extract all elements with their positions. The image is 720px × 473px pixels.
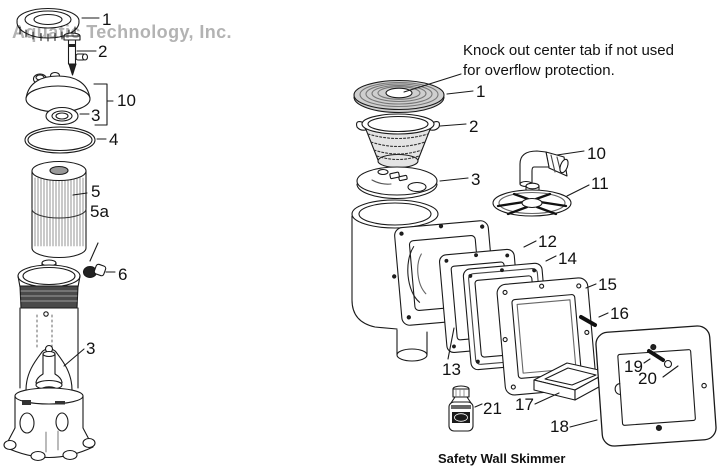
part-label-filter-tank-oring: 4 <box>109 130 119 149</box>
skimmer-cover-screw-icon <box>649 351 672 368</box>
knockout-note-line2: for overflow protection. <box>463 62 615 79</box>
part-label-skimmer-weir-tray: 17 <box>515 395 534 414</box>
part-label-filter-lid-group: 10 <box>117 91 136 110</box>
filter-air-valve <box>64 33 88 75</box>
part-label-skimmer-gasket-rear: 14 <box>558 249 577 268</box>
part-label-filter-lock-ring: 1 <box>102 10 112 29</box>
filter-leader-lines <box>64 18 115 366</box>
filter-tank-body <box>18 260 80 393</box>
filter-lid-group-bracket <box>94 84 113 125</box>
part-label-skimmer-lid: 1 <box>476 82 486 101</box>
part-label-skimmer-basket: 2 <box>469 117 479 136</box>
part-label-skimmer-gasket-stack: 13 <box>442 360 461 379</box>
skimmer-leader-lines <box>404 74 678 427</box>
skimmer-mounting-plate <box>496 277 596 396</box>
skimmer-collar-plate <box>357 167 437 199</box>
part-label-skimmer-cover-plate: 18 <box>550 417 569 436</box>
part-label-skimmer-cover-hole: 20 <box>638 369 657 388</box>
part-label-skimmer-gasket-front: 12 <box>538 232 557 251</box>
skimmer-cover-plate <box>595 325 717 447</box>
part-label-filter-cartridge-alt: 5a <box>90 202 109 221</box>
skimmer-lubricant-bottle <box>449 386 473 431</box>
skimmer-body <box>352 200 438 361</box>
part-label-skimmer-cover-screw: 19 <box>624 357 643 376</box>
skimmer-basket <box>357 114 440 168</box>
filter-lock-ring <box>17 9 79 42</box>
filter-dome-lid <box>26 73 90 113</box>
skimmer-screw-icon <box>581 317 595 325</box>
part-label-skimmer-collar-plate: 3 <box>471 170 481 189</box>
part-label-filter-drain-plug: 6 <box>118 265 128 284</box>
part-label-filter-standpipe: 3 <box>86 339 96 358</box>
knockout-note-line1: Knock out center tab if not used <box>463 42 674 59</box>
skimmer-lid <box>354 81 444 113</box>
part-label-skimmer-screw: 16 <box>610 304 629 323</box>
part-label-filter-cartridge: 5 <box>91 182 101 201</box>
part-label-skimmer-hose-elbow: 10 <box>587 144 606 163</box>
filter-lid-oring <box>46 108 78 125</box>
filter-tank-base <box>4 388 95 461</box>
diagram-caption: Safety Wall Skimmer <box>438 451 566 466</box>
filter-tank-oring <box>25 127 95 153</box>
skimmer-hose-elbow <box>520 151 570 187</box>
part-label-filter-air-valve: 2 <box>98 42 108 61</box>
part-label-skimmer-lubricant: 21 <box>483 399 502 418</box>
company-watermark: Aquatic Technology, Inc. <box>12 22 232 42</box>
knockout-note: Knock out center tab if not used for ove… <box>463 41 674 81</box>
filter-drain-plug <box>84 243 107 278</box>
part-label-skimmer-mounting-plate: 15 <box>598 275 617 294</box>
skimmer-vacuum-plate <box>493 183 571 216</box>
part-label-filter-lid-oring: 3 <box>91 106 101 125</box>
part-label-skimmer-vacuum-plate: 11 <box>591 174 609 193</box>
filter-cartridge <box>32 162 86 258</box>
